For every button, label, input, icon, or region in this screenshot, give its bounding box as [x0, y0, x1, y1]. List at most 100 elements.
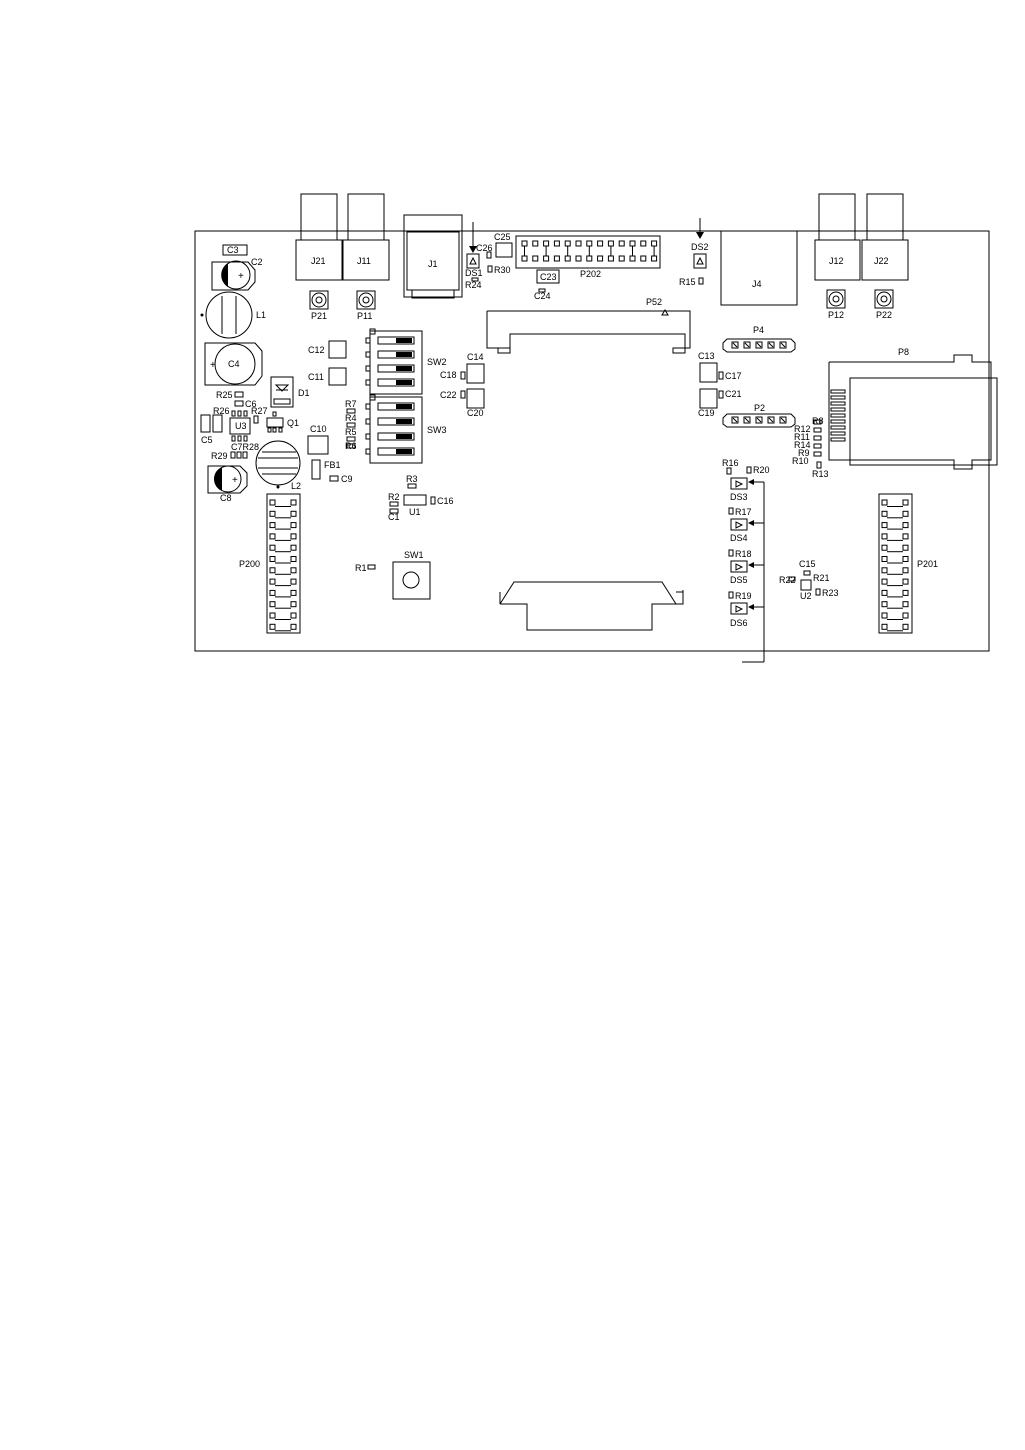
label-c4: C4: [228, 359, 240, 369]
label-u2: U2: [800, 591, 812, 601]
label-sw1: SW1: [404, 550, 424, 560]
label-r4: R4: [345, 413, 357, 423]
led-group-ds3-ds6: R16 R20 DS3 R17 DS4 R18 DS5 R19 DS6: [722, 458, 770, 663]
header-pin: [902, 522, 909, 529]
dip-switch-slider: [396, 380, 412, 385]
header-pin: [881, 578, 888, 585]
header-pin: [779, 416, 787, 424]
connector-p52: P52: [486, 297, 691, 354]
p202-pin: [543, 255, 550, 262]
label-c6: C6: [245, 399, 257, 409]
dip-switch-slider: [396, 419, 412, 424]
label-c11: C11: [308, 372, 324, 382]
label-p202: P202: [580, 269, 601, 279]
label-r24: R24: [465, 280, 482, 290]
testpoint-p22: P22: [874, 289, 894, 320]
connector-j1: J1: [403, 214, 463, 299]
connector-j21: J21: [295, 193, 343, 281]
dip-switch-lever: [377, 350, 415, 359]
button-sw1: SW1 R1: [355, 550, 431, 600]
label-d1: D1: [298, 388, 310, 398]
p202-pin: [564, 240, 571, 247]
label-r14: R14: [794, 440, 811, 450]
p202-pin: [532, 240, 539, 247]
label-c16: C16: [437, 496, 454, 506]
header-pin: [290, 612, 297, 619]
label-r13: R13: [812, 469, 829, 479]
label-c13: C13: [698, 351, 715, 361]
header-pin: [269, 612, 276, 619]
label-c24: C24: [534, 291, 551, 301]
dip-switch-sw2: SW2: [365, 328, 447, 395]
ic-u1-area: R3 R2 C1 U1 C16: [388, 474, 454, 522]
dip-switch-pad: [365, 433, 371, 440]
label-ds2: DS2: [691, 242, 709, 252]
label-r21: R21: [813, 573, 830, 583]
label-r10: R10: [792, 456, 809, 466]
header-pin: [269, 578, 276, 585]
label-r29: R29: [211, 451, 228, 461]
dip-switch-pad: [365, 448, 371, 455]
dip-switch-pad: [365, 337, 371, 344]
ic-u2-area: C15 R22 R21 U2 R23: [779, 559, 839, 601]
header-pin-mark: [756, 342, 762, 348]
dip-switch-pad: [365, 403, 371, 410]
label-r9: R9: [798, 448, 810, 458]
header-pin: [290, 510, 297, 517]
header-pin: [902, 533, 909, 540]
p202-pin: [640, 240, 647, 247]
header-pin: [290, 556, 297, 562]
p8-contact: [830, 395, 846, 400]
dip-switch-slider: [396, 366, 412, 371]
header-pin: [290, 567, 297, 574]
header-pin-mark: [732, 342, 738, 348]
label-c17: C17: [725, 371, 742, 381]
label-ds1: DS1: [465, 268, 483, 278]
testpoint-p11: P11: [356, 290, 376, 321]
label-r26: R26: [213, 406, 230, 416]
p202-pin: [629, 255, 636, 262]
header-pin: [881, 499, 888, 506]
label-c3: C3: [227, 245, 239, 255]
label-c7r28: C7R28: [231, 442, 259, 452]
label-p22: P22: [876, 310, 892, 320]
p202-pin: [575, 240, 582, 247]
label-r30: R30: [494, 265, 511, 275]
p8-contact: [830, 437, 846, 442]
header-pin: [881, 623, 888, 630]
label-r16: R16: [722, 458, 739, 468]
board-outline: [194, 230, 990, 652]
dip-switch-lever: [377, 417, 415, 426]
dip-switch-pad: [365, 365, 371, 372]
label-p201: P201: [917, 559, 938, 569]
capacitor-c10: C10: [307, 424, 329, 455]
header-pin: [269, 544, 276, 551]
header-pin: [290, 601, 297, 608]
svg-text:+: +: [232, 475, 238, 486]
p202-pin: [586, 240, 593, 247]
label-ds5: DS5: [730, 575, 748, 585]
resistor-group-r25: R25 C6 R26 R27: [213, 390, 268, 424]
p202-pin: [640, 255, 647, 262]
p202-pin: [575, 255, 582, 262]
label-r7: R7: [345, 399, 357, 409]
label-c10: C10: [310, 424, 327, 434]
header-pin: [269, 589, 276, 596]
label-u1: U1: [409, 507, 421, 517]
label-r22: R22: [779, 575, 796, 585]
header-pin: [902, 612, 909, 619]
header-pin-mark: [744, 342, 750, 348]
p202-pin: [564, 255, 571, 262]
label-c21: C21: [725, 389, 742, 399]
ic-u3: U3 C7R28: [229, 410, 259, 452]
testpoint-p12: P12: [826, 289, 846, 320]
header-pin: [269, 556, 276, 562]
header-pin: [269, 601, 276, 608]
header-pin: [269, 522, 276, 529]
dip-switch-lever: [377, 378, 415, 387]
label-c2: C2: [251, 257, 263, 267]
dip-switch-lever: [377, 364, 415, 373]
capacitor-c4: + C4: [204, 342, 263, 386]
header-p4: P4: [722, 325, 796, 353]
